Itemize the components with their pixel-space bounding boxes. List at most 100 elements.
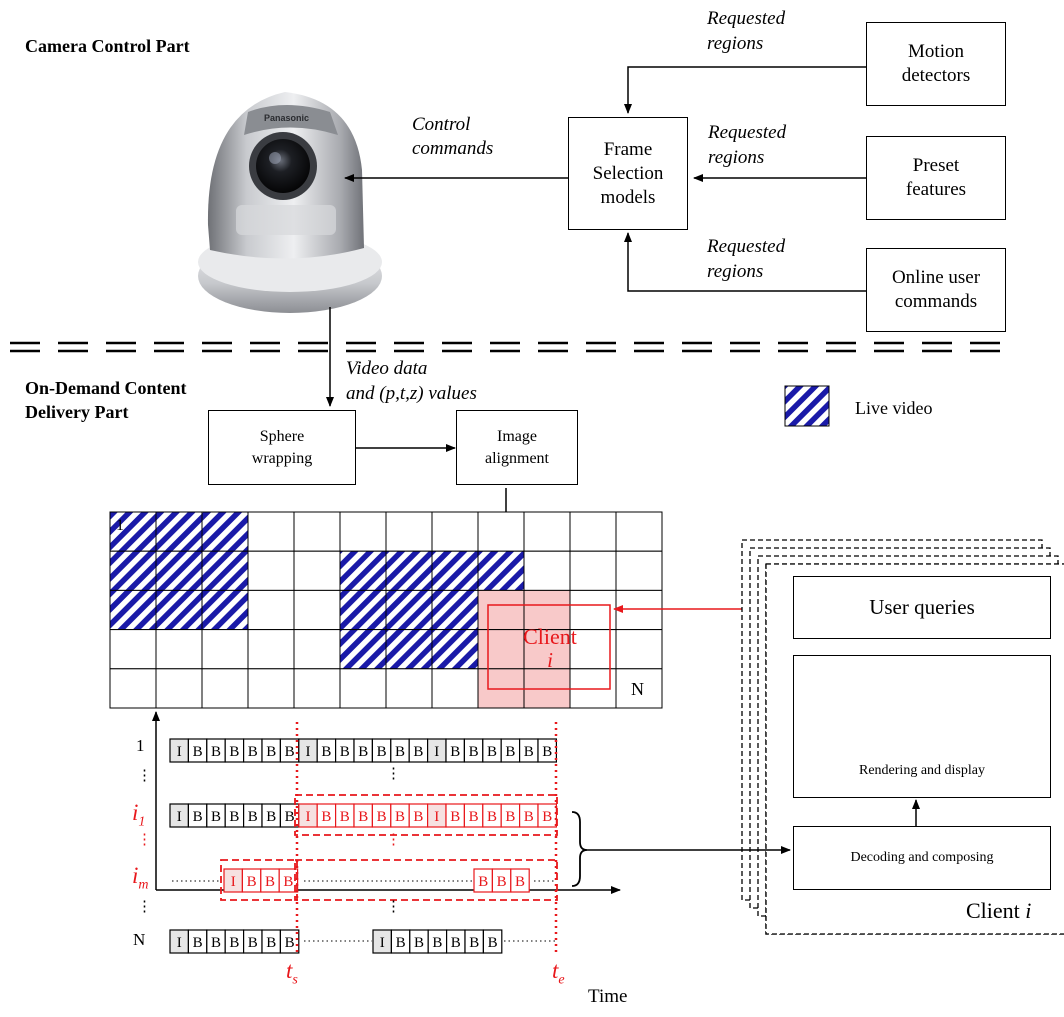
- row-1-frame-label: B: [248, 744, 258, 760]
- video-data-label: Video data: [346, 358, 428, 379]
- delivery-section-title: On-Demand Content Delivery Part: [25, 378, 187, 422]
- requested-regions-label-top: Requested regions: [707, 8, 786, 54]
- grid-cell: [109, 629, 157, 670]
- grid-cell: [431, 511, 479, 552]
- row-1-frame-label: B: [395, 744, 405, 760]
- svg-text:Panasonic: Panasonic: [264, 113, 309, 123]
- grid-cell-live: [155, 550, 203, 591]
- row-1-frame-label: B: [285, 744, 295, 760]
- row-1-frame-label: B: [542, 744, 552, 760]
- grid-cell-live: [385, 589, 433, 631]
- row-1-frame-box: [537, 738, 557, 763]
- grid-cell: [247, 668, 295, 709]
- row-im-a-frame-label: I: [231, 874, 236, 890]
- timeline-row-ellipsis-2: ⋮: [137, 832, 152, 848]
- te-label: te: [552, 958, 565, 988]
- grid-cell: [109, 668, 157, 709]
- row-i1-selected-frame-label: B: [340, 809, 350, 825]
- camera-section-title: Camera Control Part: [25, 36, 190, 56]
- grid-cell: [201, 668, 249, 709]
- grid-first-cell-label: 1: [116, 517, 124, 534]
- grid-cell-live: [339, 589, 387, 631]
- row-1-frame-label: B: [358, 744, 368, 760]
- row-1-frame-label: B: [524, 744, 534, 760]
- grid-cell-live: [201, 511, 249, 552]
- row-1-frame-label: B: [321, 744, 331, 760]
- requested-regions-label-bottom: Requested regions: [707, 236, 786, 282]
- grid-cell: [385, 511, 433, 552]
- time-axis-label: Time: [588, 986, 628, 1007]
- row-i1-selected-frame-label: I: [434, 809, 439, 825]
- row-n-a-frame-label: B: [248, 935, 258, 951]
- row-i1-selected-frame-label: B: [358, 809, 368, 825]
- client-panel-label: Client i: [966, 898, 1032, 923]
- grid-cell: [293, 668, 341, 709]
- grid-cell: [247, 589, 295, 631]
- ts-label: ts: [286, 958, 298, 988]
- row-n-a-frame-box: [279, 929, 300, 954]
- row-im-a-frame-label: B: [283, 874, 293, 890]
- row-1-frame-label: B: [469, 744, 479, 760]
- row-1-frame-label: B: [340, 744, 350, 760]
- row-i1-selected-frame-label: B: [469, 809, 479, 825]
- row-n-a-frame-label: B: [229, 935, 239, 951]
- row-i1-selected-frame-label: B: [413, 809, 423, 825]
- grid-cell: [247, 511, 295, 552]
- grid-cell: [615, 589, 663, 631]
- camera-image: Panasonic: [198, 92, 382, 313]
- timeline-row-ellipsis-1: ⋮: [137, 768, 152, 784]
- row-n-b-frame-label: B: [396, 935, 406, 951]
- requested-regions-label-middle: Requested regions: [708, 122, 787, 168]
- row-1-frame-label: B: [413, 744, 423, 760]
- row-1-frame-label: B: [229, 744, 239, 760]
- grid-cell-live: [201, 550, 249, 591]
- row-1-frame-label: B: [193, 744, 203, 760]
- preset-features-box: Preset features: [866, 136, 1006, 220]
- row-1-frame-label: B: [487, 744, 497, 760]
- user-queries-box: User queries: [793, 576, 1051, 639]
- grid-cell-live: [155, 589, 203, 631]
- row-im-a-frame-box: [278, 868, 299, 893]
- rendering-display-box: Rendering and display: [793, 655, 1051, 798]
- grid-cell: [247, 550, 295, 591]
- legend-live-video-label: Live video: [855, 398, 933, 418]
- grid-cell: [293, 550, 341, 591]
- row-i1-selected-frame-label: I: [306, 809, 311, 825]
- frame-selection-box: Frame Selection models: [568, 117, 688, 230]
- row-i1-selected-frame-box: [537, 803, 557, 828]
- timeline-row-ellipsis-3: ⋮: [137, 899, 152, 915]
- row-n-a-frame-label: B: [211, 935, 221, 951]
- grid-cell: [615, 629, 663, 670]
- timeline-ellipsis-mid-3: ⋮: [386, 899, 401, 915]
- legend-swatch: [784, 385, 830, 427]
- row-i1-frame-label: B: [193, 809, 203, 825]
- grid-cell: [615, 550, 663, 591]
- grid-cell-live: [385, 629, 433, 670]
- grid-cell: [477, 511, 525, 552]
- row-im-b-frame-box: [510, 868, 530, 893]
- grid-cell: [523, 511, 571, 552]
- row-im-a-frame-label: B: [265, 874, 275, 890]
- timeline-ellipsis-mid-1: ⋮: [386, 766, 401, 782]
- row-n-b-frame-label: B: [451, 935, 461, 951]
- row-i1-selected-frame-label: B: [395, 809, 405, 825]
- row-im-b-frame-label: B: [515, 874, 525, 890]
- grid-client-label: Client: [523, 624, 577, 649]
- grid-cell: [569, 511, 617, 552]
- timeline-row-label-i1: i1: [132, 800, 146, 830]
- decoding-composing-box: Decoding and composing: [793, 826, 1051, 890]
- grid-cell: [201, 629, 249, 670]
- grid-cell-live: [109, 550, 157, 591]
- grid-last-cell-label: N: [631, 679, 644, 699]
- timeline-row-label-1: 1: [136, 736, 145, 755]
- row-i1-selected-frame-label: B: [505, 809, 515, 825]
- row-im-b-frame-label: B: [497, 874, 507, 890]
- client-region-outline: [487, 604, 611, 690]
- grid-cell-live: [201, 589, 249, 631]
- row-n-a-frame-label: B: [193, 935, 203, 951]
- row-1-frame-label: B: [211, 744, 221, 760]
- row-n-a-frame-label: B: [285, 935, 295, 951]
- grid-cell: [155, 668, 203, 709]
- row-1-frame-label: B: [377, 744, 387, 760]
